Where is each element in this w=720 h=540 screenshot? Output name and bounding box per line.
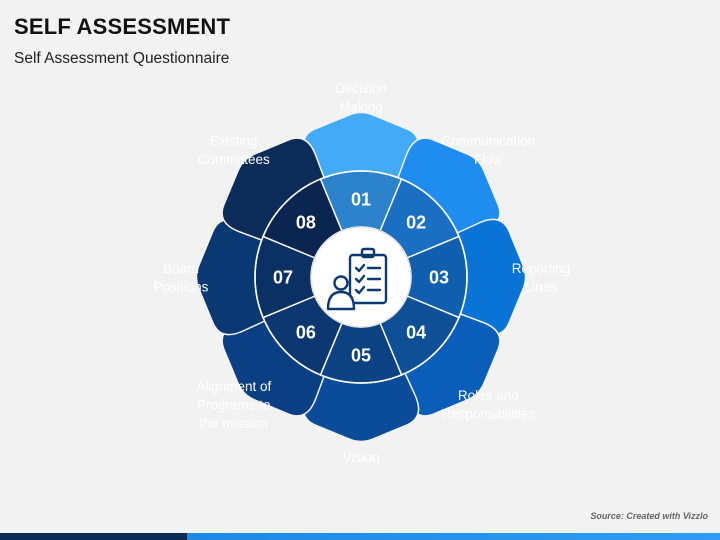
petal-label-line: the mission	[200, 416, 268, 431]
slide-title: SELF ASSESSMENT	[14, 14, 231, 39]
petal-label-line: Alignment of	[196, 379, 271, 394]
petal-label-line: Decision	[335, 81, 387, 96]
step-number-07: 07	[273, 268, 293, 288]
center-hub	[310, 226, 412, 328]
step-number-04: 04	[406, 323, 426, 343]
center-circle	[310, 226, 412, 328]
petal-label-line: Existing	[210, 133, 257, 148]
petal-label-line: Responsibilities	[441, 407, 535, 422]
step-number-02: 02	[406, 212, 426, 232]
step-number-01: 01	[351, 190, 371, 210]
petal-label-line: Making	[339, 99, 383, 114]
petal-label-line: Programs to	[197, 397, 271, 412]
step-number-03: 03	[429, 268, 449, 288]
petal-label-06: Alignment of Programs to the mission	[196, 379, 271, 431]
petal-label-line: Flow	[474, 152, 503, 167]
step-number-06: 06	[296, 323, 316, 343]
petal-label-line: Communication	[441, 133, 535, 148]
petal-label-line: Roles and	[458, 388, 519, 403]
petal-label-05: Vision	[343, 450, 380, 465]
source-note: Source: Created with Vizzlo	[590, 511, 708, 521]
step-number-08: 08	[296, 212, 316, 232]
clipboard-person-icon	[326, 247, 388, 311]
petal-label-line: Board	[163, 261, 199, 276]
ring-layer: 01 02 03 04 05 06 07 08	[254, 170, 468, 384]
petal-label-line: Committees	[198, 152, 270, 167]
step-number-05: 05	[351, 346, 371, 366]
slide-subtitle: Self Assessment Questionnaire	[14, 50, 230, 67]
petal-label-line: Reporting	[512, 261, 571, 276]
petal-label-line: Positions	[154, 279, 209, 294]
bottom-accent-bar	[0, 533, 720, 540]
petal-label-line: Lines	[525, 279, 558, 294]
petal-label-line: Vision	[343, 450, 380, 465]
ring-outline	[254, 170, 468, 384]
